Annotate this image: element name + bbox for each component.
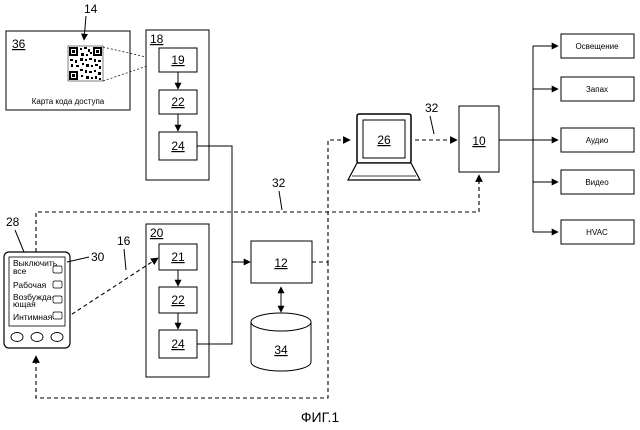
database-ref: 34 bbox=[274, 343, 288, 357]
qr-code-icon bbox=[68, 46, 103, 81]
controller-10: 10 bbox=[459, 106, 499, 172]
phone-button-excite[interactable] bbox=[53, 296, 62, 303]
phone-ref: 28 bbox=[6, 215, 20, 229]
laptop-ref: 26 bbox=[377, 133, 391, 147]
card-caption: Карта кода доступа bbox=[32, 97, 105, 106]
database-cylinder-icon: 34 bbox=[251, 313, 311, 371]
block-21-label: 21 bbox=[171, 250, 185, 264]
qr-ref-label: 14 bbox=[84, 2, 98, 16]
output-video-label: Видео bbox=[585, 178, 609, 187]
output-bus bbox=[499, 46, 558, 232]
phone-hw-button-center[interactable] bbox=[31, 333, 43, 342]
phone-hw-button-right[interactable] bbox=[51, 333, 63, 342]
block-22-b-label: 22 bbox=[171, 293, 185, 307]
server-20: 20 21 22 24 bbox=[146, 224, 209, 377]
server-18: 18 19 22 24 bbox=[146, 30, 209, 180]
server-20-ref: 20 bbox=[150, 226, 164, 240]
phone-button-work-label: Рабочая bbox=[13, 280, 47, 290]
phone-hw-button-left[interactable] bbox=[11, 333, 23, 342]
phone-arrow-ref: 30 bbox=[91, 250, 105, 264]
phone-button-intimate[interactable] bbox=[53, 312, 62, 319]
phone-button-excite-line2: ющая bbox=[13, 299, 36, 309]
phone-button-off-all[interactable] bbox=[53, 266, 62, 273]
smartphone: 28 Выключить все Рабочая Возбужда- ющая … bbox=[4, 215, 105, 348]
output-audio: Аудио bbox=[561, 128, 634, 152]
output-lighting-label: Освещение bbox=[575, 42, 619, 51]
controller-ref: 10 bbox=[472, 134, 486, 148]
block-22-a-label: 22 bbox=[171, 95, 185, 109]
hub-ref: 12 bbox=[274, 256, 288, 270]
card-ref-label: 36 bbox=[12, 37, 26, 51]
output-audio-label: Аудио bbox=[586, 136, 609, 145]
phone-button-intimate-label: Интимная bbox=[13, 312, 53, 322]
link-ref-32-mid: 32 bbox=[272, 176, 286, 190]
block-24-b-label: 24 bbox=[171, 337, 185, 351]
output-hvac-label: HVAC bbox=[586, 228, 608, 237]
link-ref-16: 16 bbox=[117, 234, 131, 248]
output-scent: Запах bbox=[561, 77, 634, 101]
block-24-a-label: 24 bbox=[171, 139, 185, 153]
phone-button-off-all-line2: все bbox=[13, 266, 27, 276]
hub-12: 12 bbox=[251, 241, 312, 283]
laptop-icon: 26 bbox=[348, 114, 420, 180]
output-video: Видео bbox=[561, 170, 634, 194]
output-lighting: Освещение bbox=[561, 34, 634, 58]
output-hvac: HVAC bbox=[561, 220, 634, 244]
link-ref-32-top: 32 bbox=[425, 101, 439, 115]
figure-caption: ФИГ.1 bbox=[301, 409, 339, 425]
phone-button-work[interactable] bbox=[53, 281, 62, 288]
server-18-ref: 18 bbox=[150, 32, 164, 46]
block-19-label: 19 bbox=[171, 53, 185, 67]
output-scent-label: Запах bbox=[586, 85, 608, 94]
access-code-card: 36 Карта кода доступа 14 bbox=[6, 2, 159, 110]
